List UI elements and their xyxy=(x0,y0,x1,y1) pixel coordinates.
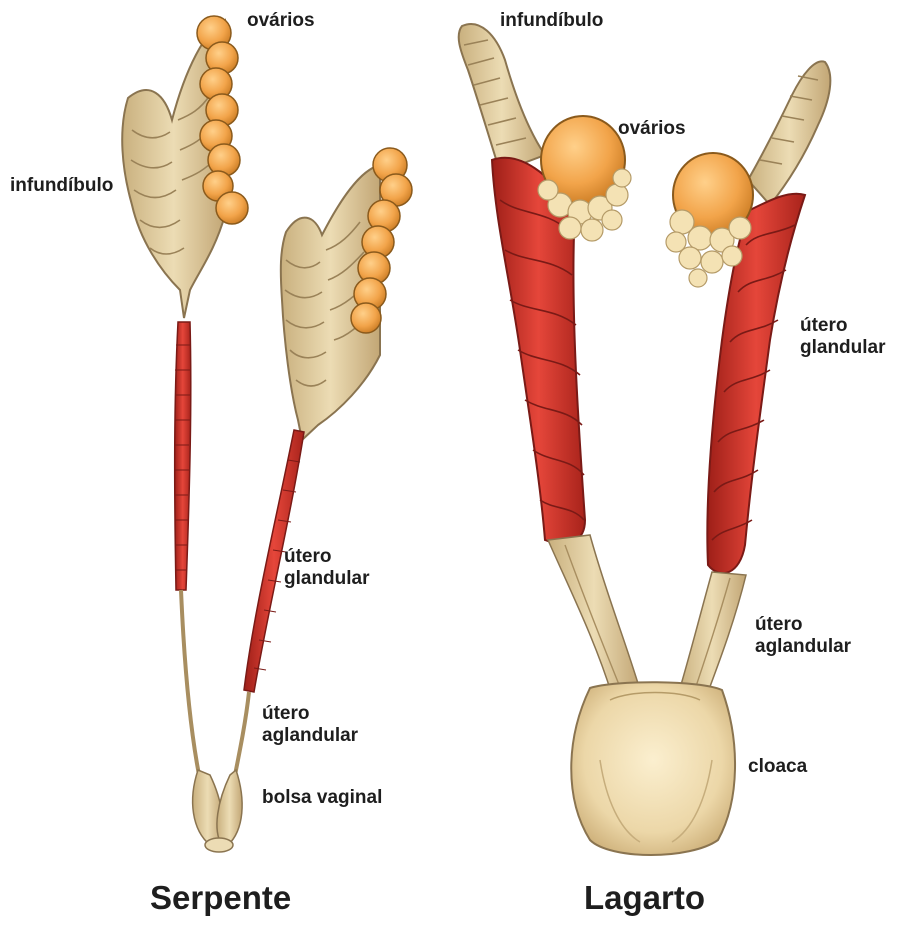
lizard-figure xyxy=(459,24,831,855)
snake-aglandular-uterus xyxy=(181,590,249,780)
lizard-glandular-uterus-label-line1: útero xyxy=(800,315,848,337)
snake-vaginal-pouch-label: bolsa vaginal xyxy=(262,787,382,809)
snake-vaginal-pouch xyxy=(193,770,242,852)
snake-aglandular-uterus-label-line2: aglandular xyxy=(262,725,358,747)
snake-title: Serpente xyxy=(150,878,291,918)
lizard-right-infundibulum xyxy=(748,61,830,205)
snake-glandular-uterus-label-line2: glandular xyxy=(284,568,370,590)
snake-left-glandular-uterus xyxy=(175,322,191,590)
lizard-infundibulum-label: infundíbulo xyxy=(500,10,603,32)
lizard-cloaca-label: cloaca xyxy=(748,756,807,778)
snake-infundibulum-label: infundíbulo xyxy=(10,175,113,197)
snake-aglandular-uterus-label-line1: útero xyxy=(262,703,310,725)
lizard-title: Lagarto xyxy=(584,878,705,918)
snake-glandular-uterus-label-line1: útero xyxy=(284,546,332,568)
lizard-glandular-uterus-label-line2: glandular xyxy=(800,337,886,359)
lizard-ovaries-label: ovários xyxy=(618,118,686,140)
lizard-cloaca xyxy=(571,682,735,855)
snake-ovaries-label: ovários xyxy=(247,10,315,32)
lizard-aglandular-uterus-label-line2: aglandular xyxy=(755,636,851,658)
lizard-left-infundibulum xyxy=(459,24,545,172)
lizard-aglandular-uterus-label-line1: útero xyxy=(755,614,803,636)
